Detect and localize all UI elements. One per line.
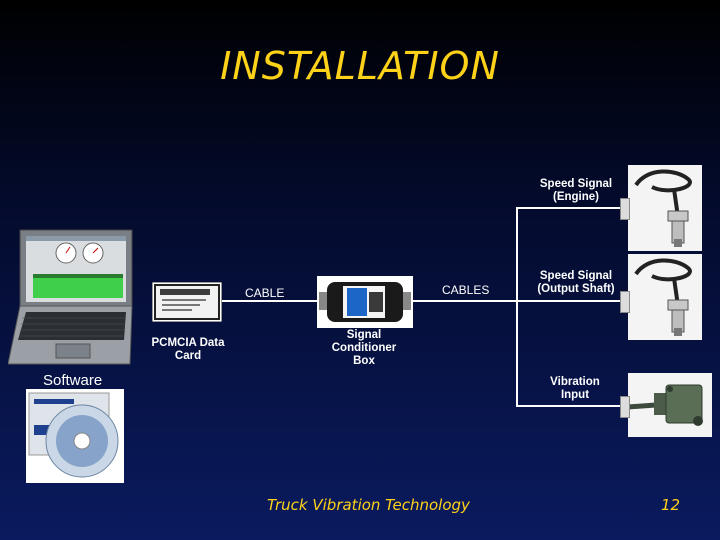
- speed-signal-output-label: Speed Signal (Output Shaft): [537, 270, 615, 295]
- cable-label: CABLE: [245, 286, 285, 300]
- output-shaft-wire: [516, 300, 620, 302]
- pcmcia-label: PCMCIA Data Card: [151, 337, 225, 362]
- vibration-plug: [620, 396, 630, 418]
- engine-speed-sensor-image: [628, 165, 702, 251]
- software-label: Software: [43, 372, 103, 389]
- cables-trunk-wire: [413, 300, 517, 302]
- slide-title: INSTALLATION: [220, 44, 500, 88]
- vibration-wire: [516, 405, 620, 407]
- vibration-sensor-image: [627, 373, 712, 437]
- cables-bus-vertical: [516, 207, 518, 406]
- pcmcia-card-image: [151, 281, 223, 323]
- signal-conditioner-box-image: [317, 276, 413, 328]
- engine-plug: [620, 198, 630, 220]
- output-shaft-plug: [620, 291, 630, 313]
- software-cd-image: [26, 389, 124, 483]
- footer-text: Truck Vibration Technology: [267, 496, 470, 514]
- engine-speed-wire: [516, 207, 620, 209]
- speed-signal-engine-label: Speed Signal (Engine): [539, 178, 613, 203]
- vibration-input-label: Vibration Input: [550, 376, 600, 401]
- signal-conditioner-label: Signal Conditioner Box: [331, 329, 397, 367]
- cables-label: CABLES: [442, 283, 490, 297]
- output-shaft-speed-sensor-image: [628, 254, 702, 340]
- page-number: 12: [661, 496, 681, 514]
- cable-wire: [222, 300, 317, 302]
- laptop-image: [7, 228, 138, 368]
